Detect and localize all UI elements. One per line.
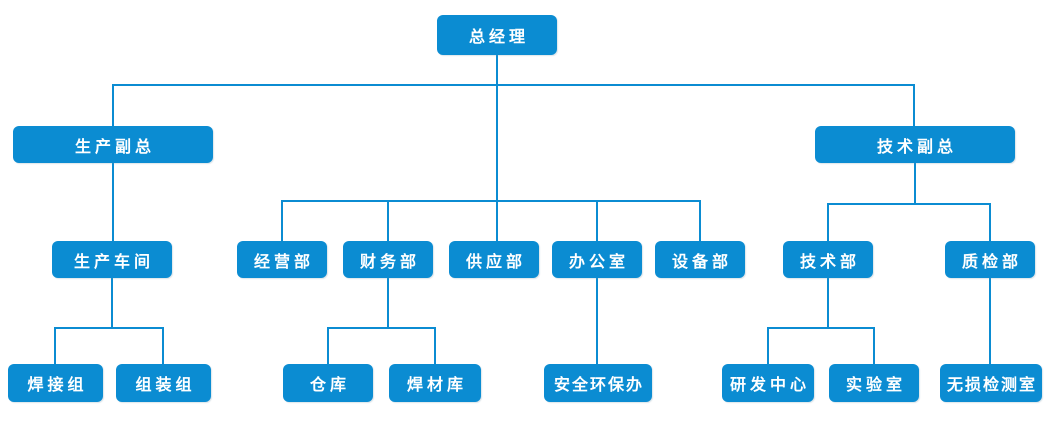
connector-to-quality-dept [989,203,991,241]
connector-office-to-safety [596,278,598,364]
org-node-rd-center: 研发中心 [722,364,814,402]
org-node-quality-dept: 质检部 [945,241,1035,278]
org-node-welding-material-warehouse: 焊材库 [389,364,481,402]
connector-finance-down [387,278,389,327]
connector-to-finance-dept [387,200,389,241]
connector-to-technical-vp [913,84,915,126]
org-node-welding-group: 焊接组 [8,364,103,402]
connector-to-business-dept [281,200,283,241]
connector-gm-center-vertical [496,55,498,241]
org-node-laboratory: 实验室 [829,364,919,402]
connector-vp-to-workshop [112,163,114,241]
connector-to-welding-group [54,327,56,364]
connector-technical-vp-down [914,163,916,203]
connector-to-laboratory [873,327,875,364]
connector-technical-dept-down [827,278,829,327]
connector-to-assembly-group [162,327,164,364]
connector-workshop-bus [54,327,164,329]
connector-to-welding-material-warehouse [434,327,436,364]
connector-to-production-vp [112,84,114,126]
org-node-technical-dept: 技术部 [783,241,873,278]
org-node-assembly-group: 组装组 [116,364,211,402]
org-node-office: 办公室 [552,241,642,278]
org-node-business-dept: 经营部 [237,241,327,278]
org-node-finance-dept: 财务部 [343,241,433,278]
connector-to-office [596,200,598,241]
connector-quality-to-ndt [989,278,991,364]
org-node-equipment-dept: 设备部 [655,241,745,278]
org-node-technical-vp: 技术副总 [815,126,1015,163]
org-node-ndt-room: 无损检测室 [940,364,1042,402]
org-node-production-workshop: 生产车间 [52,241,172,278]
org-node-warehouse: 仓库 [283,364,373,402]
connector-to-technical-dept [827,203,829,241]
connector-workshop-down [111,278,113,327]
org-node-supply-dept: 供应部 [449,241,539,278]
connector-to-warehouse [327,327,329,364]
org-node-production-vp: 生产副总 [13,126,213,163]
connector-top-bus [112,84,915,86]
connector-finance-bus [327,327,436,329]
connector-technical-bus [827,203,991,205]
connector-technical-dept-bus [767,327,875,329]
org-node-general-manager: 总经理 [437,15,557,55]
connector-to-equipment-dept [699,200,701,241]
connector-mid-bus [281,200,701,202]
org-node-safety-env-office: 安全环保办 [544,364,652,402]
connector-to-rd-center [767,327,769,364]
